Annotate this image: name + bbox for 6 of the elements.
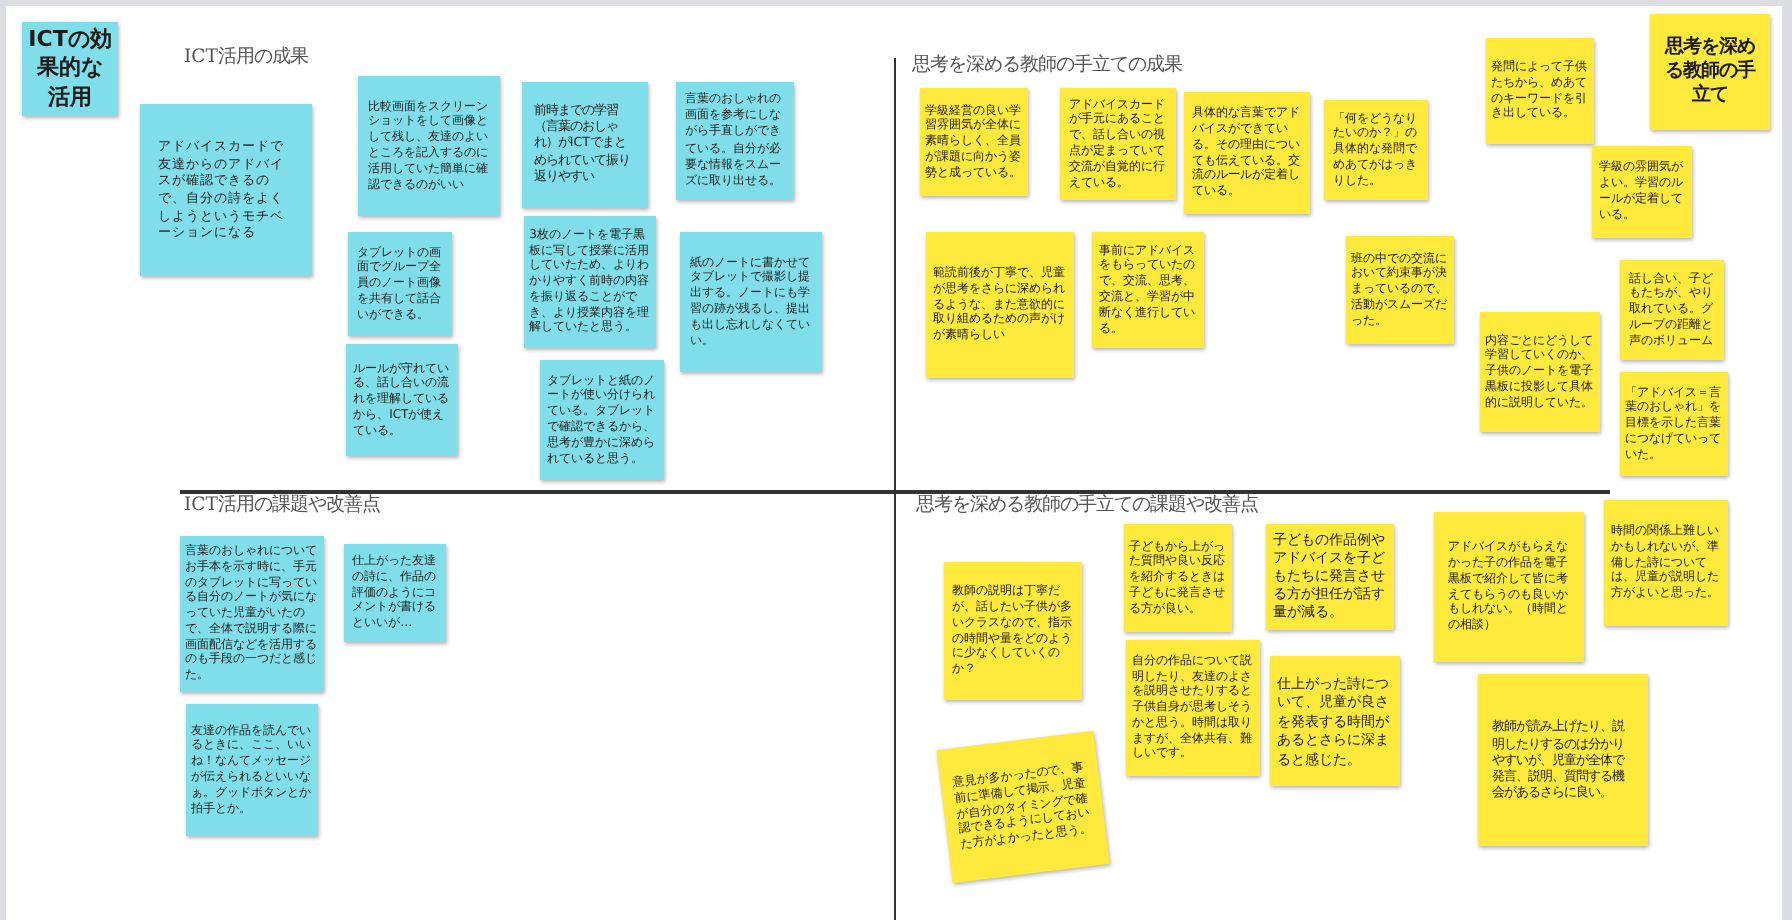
sticky-note: 思考を深める教師の手立て bbox=[1650, 14, 1770, 130]
section-heading: 思考を深める教師の手立ての成果 bbox=[912, 54, 1182, 77]
section-heading: ICT活用の成果 bbox=[184, 46, 308, 69]
section-heading: 思考を深める教師の手立ての課題や改善点 bbox=[916, 494, 1258, 517]
section-heading: ICT活用の課題や改善点 bbox=[184, 494, 380, 517]
sticky-note: ICTの効果的な活用 bbox=[22, 22, 118, 116]
